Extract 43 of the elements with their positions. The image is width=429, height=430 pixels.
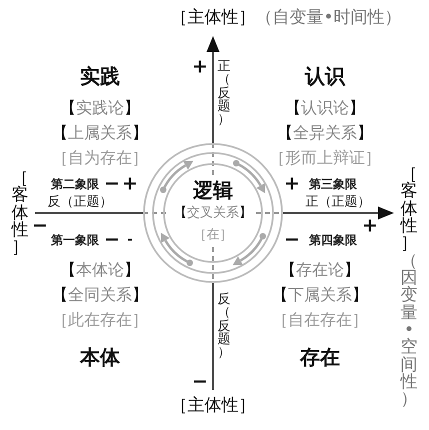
theory-label: 【实践论】 — [60, 100, 140, 116]
relation-label: 【上属关系】 — [52, 125, 148, 141]
existence-label: ［此在存在］ — [52, 312, 148, 328]
axis-title: ［主体性］ — [170, 10, 256, 26]
sign-mark: + — [192, 58, 208, 76]
sign-mark: − — [32, 216, 48, 236]
sign-mark: − — [104, 230, 120, 250]
sign-mark: − — [104, 174, 120, 194]
relation-label: 【全同关系】 — [52, 287, 148, 303]
quadrant-number: 第一象限 — [51, 234, 99, 246]
quadrant-heading: 实践 — [80, 66, 120, 86]
quadrant-heading: 本体 — [80, 347, 120, 367]
pole-label: 反（正题） — [48, 196, 112, 208]
quadrant-heading: 认识 — [305, 66, 345, 86]
quadrant-heading: 存在 — [300, 347, 340, 367]
existence-label: ［自为存在］ — [52, 150, 148, 166]
axis-title: ［客体性］ — [12, 170, 28, 257]
theory-label: 【存在论】 — [280, 262, 360, 278]
center-ring — [143, 143, 283, 283]
axis-title: ［主体性］ — [170, 398, 256, 414]
center-heading: 逻辑 — [193, 180, 233, 200]
quadrant-number: 第四象限 — [309, 234, 357, 246]
sign-mark: − — [192, 372, 208, 392]
quadrant-number: 第三象限 — [309, 178, 357, 190]
axis-note: （因变量•空间性） — [400, 252, 418, 409]
axis-title: ［客体性］ — [400, 166, 418, 253]
pole-label: 正（正题） — [306, 196, 370, 208]
theory-label: 【认识论】 — [285, 100, 365, 116]
center-note: ［在］ — [194, 228, 232, 242]
sign-mark: + — [362, 216, 378, 236]
relation-label: 【下属关系】 — [272, 287, 368, 303]
theory-label: 【本体论】 — [60, 262, 140, 278]
relation-label: 【交叉关系】 — [174, 206, 252, 220]
relation-label: 【全异关系】 — [277, 125, 373, 141]
sign-mark: + — [122, 174, 138, 194]
sign-mark: + — [284, 174, 300, 194]
existence-label: ［自在存在］ — [272, 312, 368, 328]
sign-mark: - — [127, 234, 133, 246]
axis-note: （自变量•时间性） — [256, 10, 402, 26]
quadrant-number: 第二象限 — [51, 178, 99, 190]
sign-mark: − — [284, 230, 300, 250]
existence-label: ［形而上辩证］ — [269, 150, 381, 166]
pole-label: 正（反题） — [218, 60, 230, 126]
